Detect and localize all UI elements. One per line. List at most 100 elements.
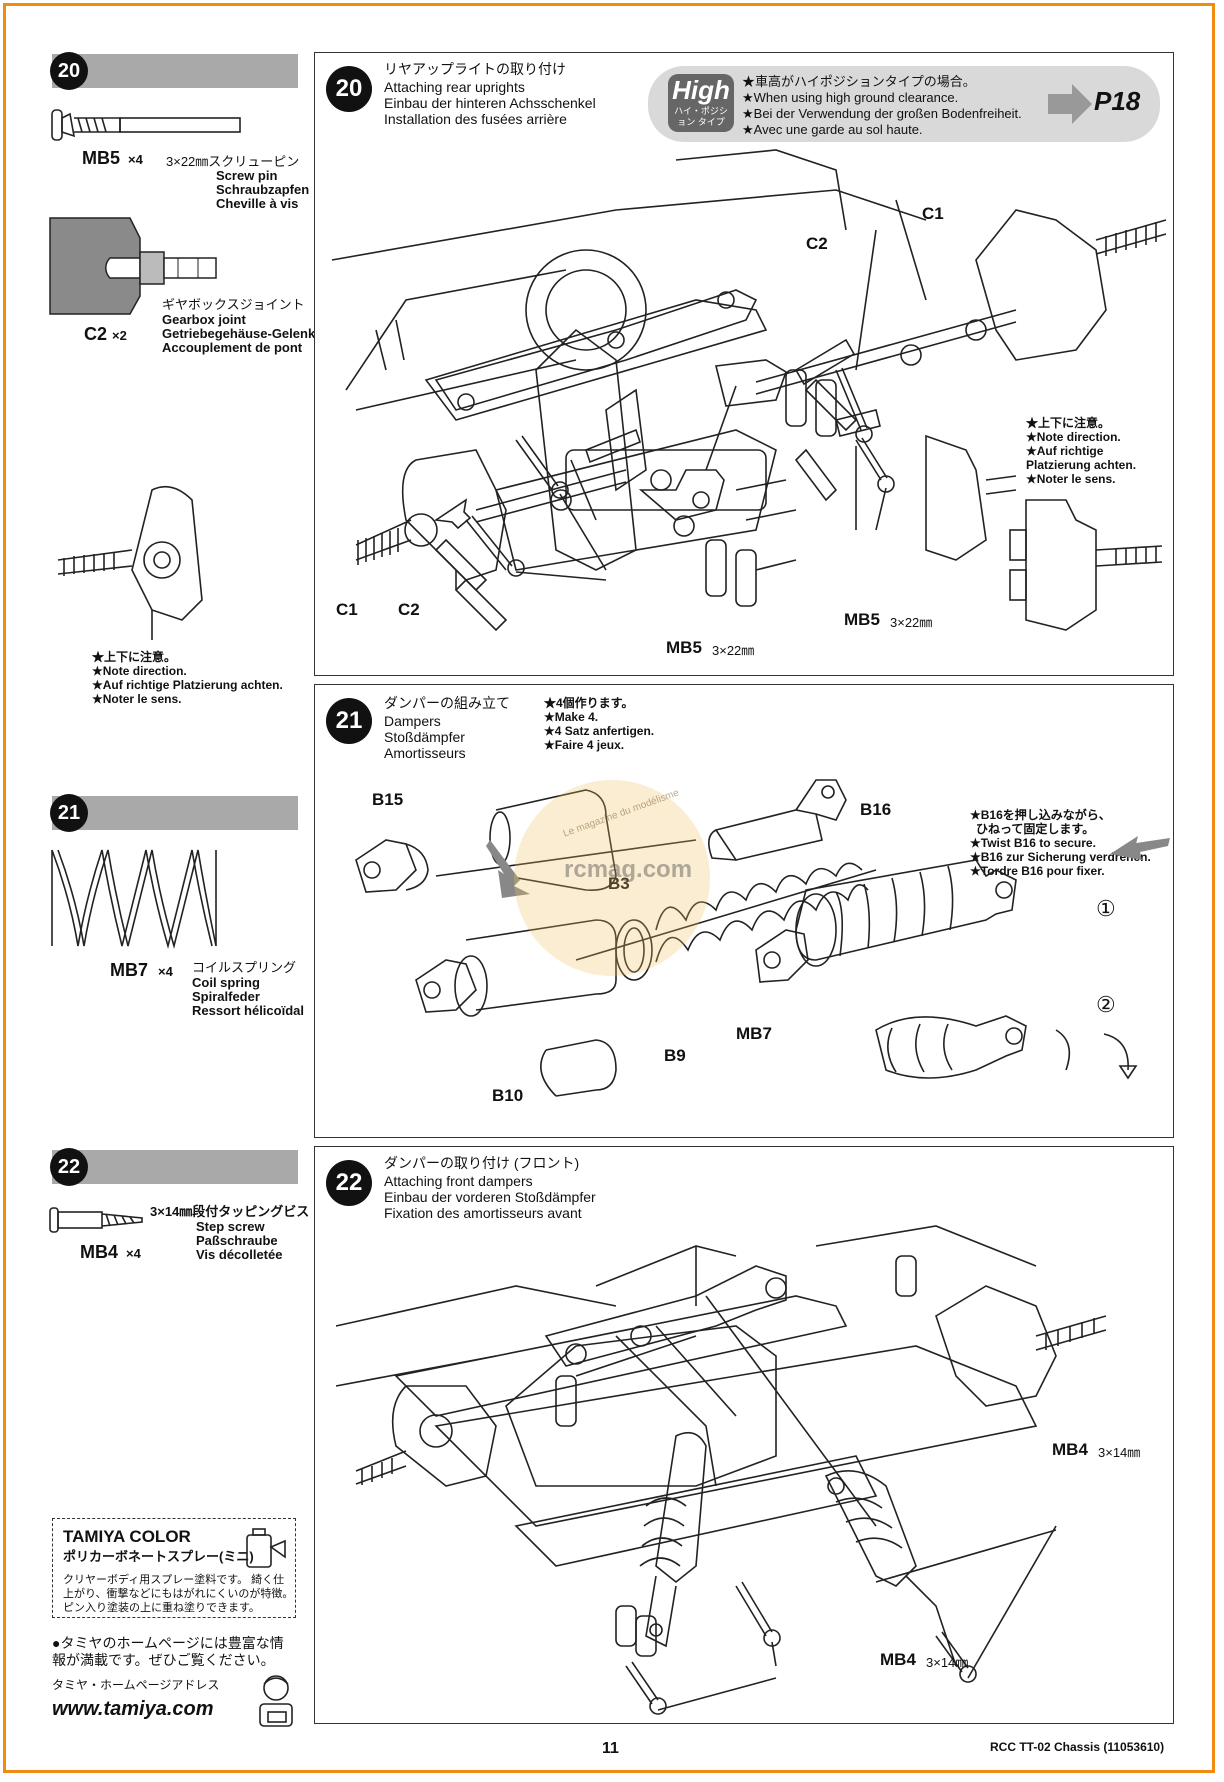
- make4-en: ★Make 4.: [544, 710, 599, 724]
- label-mb7: MB7: [736, 1024, 772, 1043]
- label-c1-right: C1: [922, 204, 944, 223]
- step20-number: 20: [326, 66, 372, 112]
- label-b3: B3: [608, 874, 630, 893]
- tamiya-color-box: TAMIYA COLOR ポリカーボネートスプレー(ミニ) クリヤーボディ用スプ…: [52, 1518, 296, 1618]
- label-mb4-bottom-size: 3×14㎜: [926, 1655, 969, 1670]
- make4-fr: ★Faire 4 jeux.: [544, 738, 625, 752]
- high-line-ja: ★車高がハイポジションタイプの場合。: [742, 74, 976, 89]
- step21-title-ja: ダンパーの組み立て: [384, 695, 510, 711]
- damper-assembly-drawing: [355, 779, 1071, 1097]
- spray-can-icon: [246, 1528, 286, 1568]
- note-right-en: ★Note direction.: [1026, 430, 1121, 444]
- c2-qty: ×2: [112, 328, 127, 343]
- note-left-fr: ★Noter le sens.: [92, 692, 182, 706]
- mb7-code: MB7: [110, 960, 149, 980]
- watermark-circle: [514, 780, 710, 976]
- c2-code: C2: [84, 324, 108, 344]
- mb5-name-en: Screw pin: [216, 168, 278, 183]
- note-right-de: ★Auf richtige: [1026, 444, 1104, 458]
- step21-panel: [314, 684, 1174, 1138]
- tamiya-color-subtitle: ポリカーボネートスプレー(ミニ): [63, 1549, 254, 1564]
- twist-en: ★Twist B16 to secure.: [970, 836, 1096, 850]
- high-page-ref: P18: [1094, 86, 1141, 116]
- homepage-line-2: 報が満載です。ぜひご覧ください。: [52, 1652, 275, 1668]
- page-border: [3, 3, 1215, 1773]
- label-mb4-right: MB4: [1052, 1440, 1088, 1459]
- joint-name-en: Gearbox joint: [162, 312, 246, 327]
- mb4-name-ja: 3×14㎜段付タッピングビス: [150, 1204, 310, 1219]
- step21-number: 21: [326, 698, 372, 744]
- spring-name-en: Coil spring: [192, 975, 260, 990]
- watermark-text: rcmag.com: [564, 856, 693, 883]
- note-left-de: ★Auf richtige Platzierung achten.: [92, 678, 283, 692]
- mb5-name-ja: 3×22㎜スクリューピン: [166, 154, 300, 169]
- mb5-name-de: Schraubzapfen: [216, 182, 310, 197]
- mb4-code: MB4: [80, 1242, 119, 1262]
- step22-sidebar-number: 22: [50, 1148, 88, 1186]
- tamiya-color-desc-1: クリヤーボディ用スプレー塗料です。 綺く仕: [63, 1574, 285, 1586]
- high-line-fr: ★Avec une garde au sol haute.: [742, 122, 923, 137]
- make4-de: ★4 Satz anfertigen.: [544, 724, 655, 738]
- spring-name-ja: コイルスプリング: [192, 960, 297, 975]
- tamiya-color-title: TAMIYA COLOR: [63, 1527, 191, 1546]
- label-mb4-right-size: 3×14㎜: [1098, 1445, 1141, 1460]
- joint-name-fr: Accouplement de pont: [162, 340, 303, 355]
- mb4-name-de: Paßschraube: [196, 1233, 278, 1248]
- high-badge: High ハイ・ポジション タイプ: [668, 74, 734, 132]
- step22-number: 22: [326, 1160, 372, 1206]
- mb5-qty: ×4: [128, 152, 143, 167]
- label-mb5-bottom-size: 3×22㎜: [712, 643, 755, 658]
- step20-sidebar-bar: [52, 54, 298, 88]
- label-mb5-right-size: 3×22㎜: [890, 615, 933, 630]
- mb7-qty: ×4: [158, 964, 173, 979]
- mb4-name-en: Step screw: [196, 1219, 265, 1234]
- joint-name-de: Getriebegehäuse-Gelenk: [162, 326, 316, 341]
- mb4-qty: ×4: [126, 1246, 141, 1261]
- note-left-ja: ★上下に注意。: [92, 650, 177, 664]
- right-upright-detail-drawing: [1009, 499, 1163, 631]
- label-c2-left: C2: [398, 600, 420, 619]
- note-right-de2: Platzierung achten.: [1026, 458, 1137, 472]
- mb4-name-fr: Vis décolletée: [196, 1247, 283, 1262]
- rear-suspension-drawing: [331, 149, 1167, 632]
- footer-title: RCC TT-02 Chassis (11053610): [990, 1740, 1165, 1754]
- twist-ja2: ひねって固定します。: [976, 822, 1095, 836]
- homepage-url-link[interactable]: www.tamiya.com: [52, 1698, 214, 1720]
- label-mb4-bottom: MB4: [880, 1650, 916, 1669]
- step22-title-en: Attaching front dampers: [384, 1173, 533, 1189]
- label-b9: B9: [664, 1046, 686, 1065]
- twist-de: ★B16 zur Sicherung verdrehen.: [970, 850, 1151, 864]
- label-mb5-right: MB5: [844, 610, 880, 629]
- step22-title-fr: Fixation des amortisseurs avant: [384, 1205, 582, 1221]
- step22-sidebar-bar: [52, 1150, 298, 1184]
- screw-pin-icon: [51, 109, 241, 141]
- label-c2-right: C2: [806, 234, 828, 253]
- joint-name-ja: ギヤボックスジョイント: [162, 297, 305, 312]
- spring-name-fr: Ressort hélicoïdal: [192, 1003, 304, 1018]
- label-b15: B15: [372, 790, 404, 809]
- twist-ja1: ★B16を押し込みながら、: [970, 808, 1111, 822]
- step22-panel: [314, 1146, 1174, 1724]
- goto-arrow-icon: [1048, 84, 1092, 124]
- gearbox-joint-icon: [49, 217, 217, 315]
- page-number: 11: [602, 1740, 619, 1757]
- mascot-icon: [259, 1675, 293, 1727]
- twist-arrow-icon: [1103, 1033, 1138, 1080]
- step21-title-de: Stoßdämpfer: [384, 729, 465, 745]
- step20-title-fr: Installation des fusées arrière: [384, 111, 567, 127]
- tamiya-color-desc-3: ピン入り塗装の上に重ね塗りできます。: [63, 1602, 260, 1614]
- step20-panel: [314, 52, 1174, 676]
- step20-sidebar-number: 20: [50, 52, 88, 90]
- label-step-2: ②: [1096, 992, 1116, 1017]
- step20-title-ja: リヤアップライトの取り付け: [384, 61, 566, 77]
- step20-title-en: Attaching rear uprights: [384, 79, 525, 95]
- spring-name-de: Spiralfeder: [192, 989, 260, 1004]
- step21-sidebar-bar: [52, 796, 298, 830]
- label-c1-left: C1: [336, 600, 358, 619]
- homepage-line-3: タミヤ・ホームページアドレス: [52, 1678, 220, 1692]
- label-step-1: ①: [1096, 896, 1116, 921]
- label-b16: B16: [860, 800, 892, 819]
- note-right-ja: ★上下に注意。: [1026, 416, 1111, 430]
- label-b10: B10: [492, 1086, 524, 1105]
- make4-ja: ★4個作ります。: [544, 696, 634, 710]
